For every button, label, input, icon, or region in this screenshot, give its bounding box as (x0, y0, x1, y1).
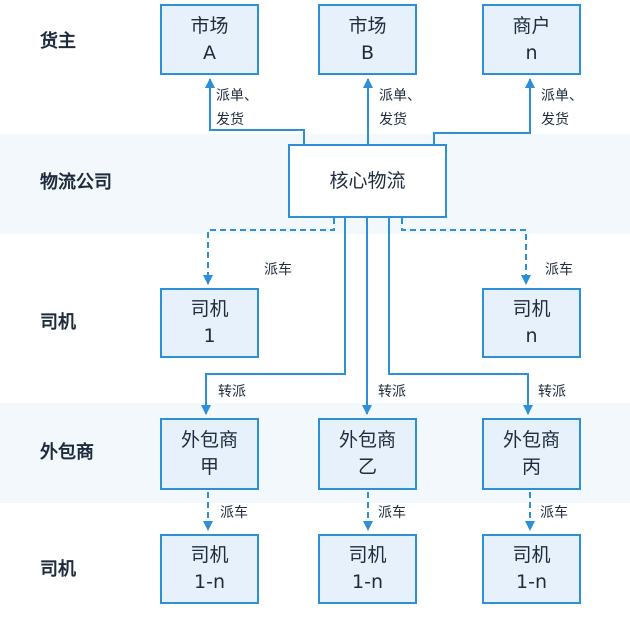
node-market-a: 市场 A (160, 4, 259, 75)
edge-label-dispatch-car-yi: 派车 (378, 505, 406, 521)
node-driver-jia-line1: 司机 (190, 544, 229, 566)
node-driver-1-line1: 司机 (190, 298, 229, 320)
node-driver-1: 司机 1 (160, 288, 259, 358)
node-driver-jia-line2: 1-n (194, 571, 225, 593)
edge-label-dispatch-car-bing: 派车 (540, 505, 568, 521)
node-driver-yi-line1: 司机 (348, 544, 387, 566)
edge-label-dispatch-ship-a-line2: 发货 (216, 112, 244, 128)
node-market-a-line1: 市场 (190, 14, 229, 37)
edge-label-dispatch-ship-a: 派单、 发货 (216, 84, 258, 132)
edge-label-dispatch-ship-b-line1: 派单、 (379, 88, 421, 104)
node-core-logistics: 核心物流 (288, 144, 447, 218)
edge-hub-to-outsourcer-jia (201, 218, 346, 415)
node-outsourcer-yi: 外包商 乙 (318, 418, 417, 490)
node-market-b-line1: 市场 (348, 14, 387, 37)
edge-label-dispatch-car-jia: 派车 (220, 505, 248, 521)
edge-label-dispatch-car-1: 派车 (264, 262, 292, 278)
node-market-a-line2: A (203, 41, 216, 64)
edge-hub-to-outsourcer-bing (388, 218, 533, 415)
edge-label-transfer-yi: 转派 (378, 384, 406, 400)
node-driver-bing-line2: 1-n (516, 571, 547, 593)
node-merchant-n-line1: 商户 (512, 14, 551, 37)
row-label-logistics: 物流公司 (40, 172, 112, 193)
node-outsourcer-bing: 外包商 丙 (482, 418, 581, 490)
row-label-driver-bottom: 司机 (40, 559, 76, 580)
node-driver-n: 司机 n (482, 288, 581, 358)
node-core-logistics-label: 核心物流 (329, 169, 406, 192)
edge-hub-to-market-a (205, 78, 305, 144)
node-driver-bing: 司机 1-n (482, 534, 581, 604)
node-market-b: 市场 B (318, 4, 417, 75)
row-label-driver-top: 司机 (40, 312, 76, 333)
edge-hub-to-driver-n (401, 218, 531, 285)
node-outsourcer-bing-line2: 丙 (521, 456, 541, 478)
row-label-outsourcer: 外包商 (40, 442, 94, 463)
edge-label-dispatch-ship-n: 派单、 发货 (541, 84, 583, 132)
edge-hub-to-driver-1 (203, 218, 335, 285)
edge-label-dispatch-ship-b: 派单、 发货 (379, 84, 421, 132)
row-label-shipper: 货主 (40, 31, 76, 52)
edge-label-dispatch-ship-b-line2: 发货 (379, 112, 407, 128)
node-outsourcer-yi-line2: 乙 (357, 456, 377, 478)
node-driver-n-line2: n (525, 325, 538, 347)
edge-label-dispatch-car-n: 派车 (545, 262, 573, 278)
node-outsourcer-jia-line2: 甲 (199, 456, 219, 478)
edge-label-dispatch-ship-n-line1: 派单、 (541, 88, 583, 104)
node-outsourcer-jia-line1: 外包商 (180, 429, 238, 451)
node-driver-jia: 司机 1-n (160, 534, 259, 604)
node-outsourcer-jia: 外包商 甲 (160, 418, 259, 490)
node-outsourcer-bing-line1: 外包商 (502, 429, 560, 451)
edge-label-transfer-bing: 转派 (538, 384, 566, 400)
node-merchant-n: 商户 n (482, 4, 581, 75)
edge-label-dispatch-ship-a-line1: 派单、 (216, 88, 258, 104)
node-driver-yi: 司机 1-n (318, 534, 417, 604)
node-driver-yi-line2: 1-n (352, 571, 383, 593)
edge-label-transfer-jia: 转派 (218, 384, 246, 400)
node-driver-n-line1: 司机 (512, 298, 551, 320)
node-outsourcer-yi-line1: 外包商 (338, 429, 396, 451)
node-driver-1-line2: 1 (203, 325, 216, 347)
node-driver-bing-line1: 司机 (512, 544, 551, 566)
edge-hub-to-merchant-n (433, 78, 535, 144)
node-merchant-n-line2: n (525, 41, 538, 64)
node-market-b-line2: B (360, 41, 375, 64)
edge-label-dispatch-ship-n-line2: 发货 (541, 112, 569, 128)
